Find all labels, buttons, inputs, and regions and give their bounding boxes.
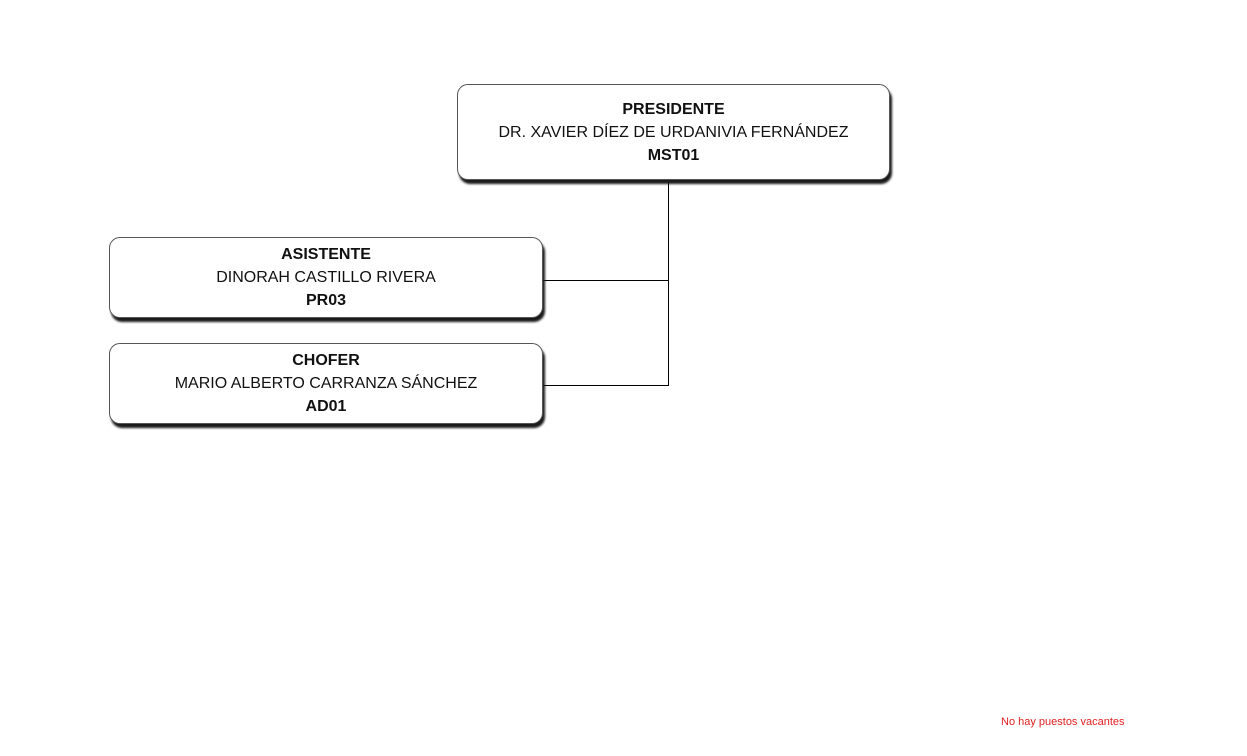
connector-driver — [543, 385, 669, 386]
connector-assistant — [543, 280, 669, 281]
node-role: PRESIDENTE — [622, 100, 725, 118]
node-name: MARIO ALBERTO CARRANZA SÁNCHEZ — [174, 375, 478, 392]
node-name: DR. XAVIER DÍEZ DE URDANIVIA FERNÁNDEZ — [498, 123, 849, 141]
node-code: AD01 — [305, 398, 347, 415]
org-node-president: PRESIDENTE DR. XAVIER DÍEZ DE URDANIVIA … — [457, 84, 890, 180]
node-code: PR03 — [305, 292, 347, 309]
node-name: DINORAH CASTILLO RIVERA — [216, 269, 436, 286]
node-role: CHOFER — [292, 352, 360, 369]
org-node-assistant: ASISTENTE DINORAH CASTILLO RIVERA PR03 — [109, 237, 543, 318]
org-node-driver: CHOFER MARIO ALBERTO CARRANZA SÁNCHEZ AD… — [109, 343, 543, 424]
node-role: ASISTENTE — [281, 246, 371, 263]
connector-president-vertical — [668, 180, 669, 386]
node-code: MST01 — [647, 146, 700, 164]
vacancy-note: No hay puestos vacantes — [1001, 716, 1125, 728]
